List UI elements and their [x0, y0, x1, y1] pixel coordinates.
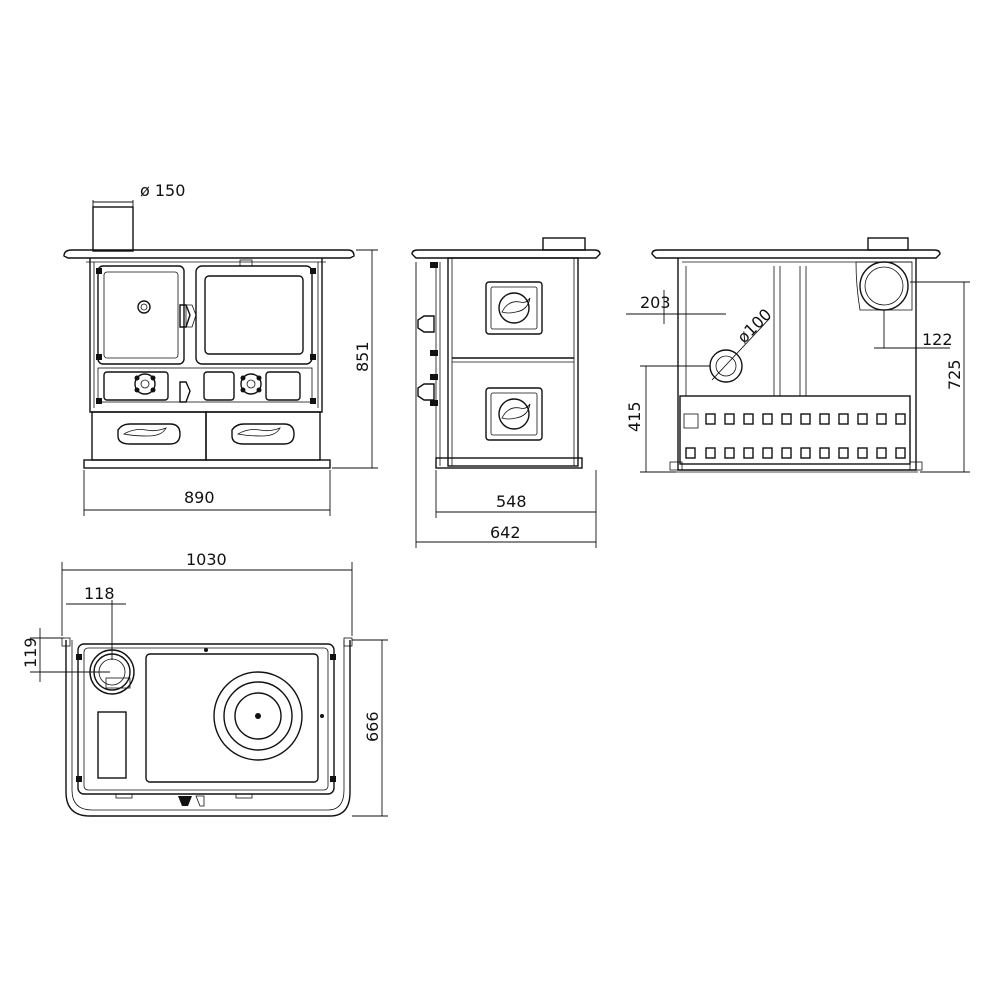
- front-flue-pipe: [92, 206, 134, 252]
- front-door-handle: [179, 304, 191, 328]
- top-view: 1030 118 119 666: [21, 550, 388, 817]
- dim-top-depth: 666: [363, 711, 382, 742]
- rear-flue-pipe: [867, 237, 909, 251]
- front-top-plate: [63, 249, 355, 259]
- side-top-plate: [411, 249, 601, 259]
- top-hob-center: [255, 713, 261, 719]
- side-handle-lower: [417, 383, 435, 401]
- side-panel-lower: [485, 387, 543, 441]
- dim-top-width: 1030: [186, 550, 227, 569]
- thermometer-dial: [137, 300, 151, 314]
- dim-side-body-depth: 548: [496, 492, 527, 511]
- rear-vent-slots: [685, 413, 906, 459]
- dim-front-height: 851: [353, 341, 372, 372]
- side-flue-pipe: [542, 237, 586, 251]
- front-oven-door: [97, 265, 185, 365]
- air-control-knob: [134, 373, 156, 395]
- top-cooking-plate: [145, 653, 319, 783]
- dim-rear-air-height: 415: [625, 401, 644, 432]
- front-control-panel: [97, 367, 313, 403]
- top-outline: [65, 640, 351, 817]
- side-body: [447, 257, 579, 467]
- dim-rear-air-diameter: ø100: [733, 305, 775, 347]
- dim-front-width: 890: [184, 488, 215, 507]
- front-fire-door: [195, 265, 313, 365]
- dim-flue-diameter: ø 150: [140, 181, 185, 200]
- rear-body: [677, 258, 917, 471]
- top-cleaning-cover: [97, 711, 127, 779]
- dim-top-flue-x: 118: [84, 584, 115, 603]
- rear-view: 203 ø100 122 725 415: [625, 237, 970, 473]
- dim-top-flue-y: 119: [21, 637, 40, 668]
- rear-louvre-panel: [679, 395, 911, 465]
- top-hob-plate: [77, 643, 335, 795]
- side-handle-upper: [417, 315, 435, 333]
- side-panel-upper: [485, 281, 543, 335]
- front-view: ø 150 890 851: [63, 181, 378, 516]
- dim-rear-flue-height: 725: [945, 359, 964, 390]
- front-body: [89, 258, 323, 413]
- rear-flue-outlet: [859, 261, 909, 311]
- dim-side-total-depth: 642: [490, 523, 521, 542]
- side-view: 548 642: [411, 237, 601, 548]
- rear-top-plate: [651, 249, 941, 259]
- draught-control-knob: [240, 373, 262, 395]
- dim-rear-flue-offset: 203: [640, 293, 671, 312]
- front-plinth: [83, 459, 331, 469]
- dim-rear-flue-side: 122: [922, 330, 953, 349]
- top-hob-ring-outer: [213, 671, 303, 761]
